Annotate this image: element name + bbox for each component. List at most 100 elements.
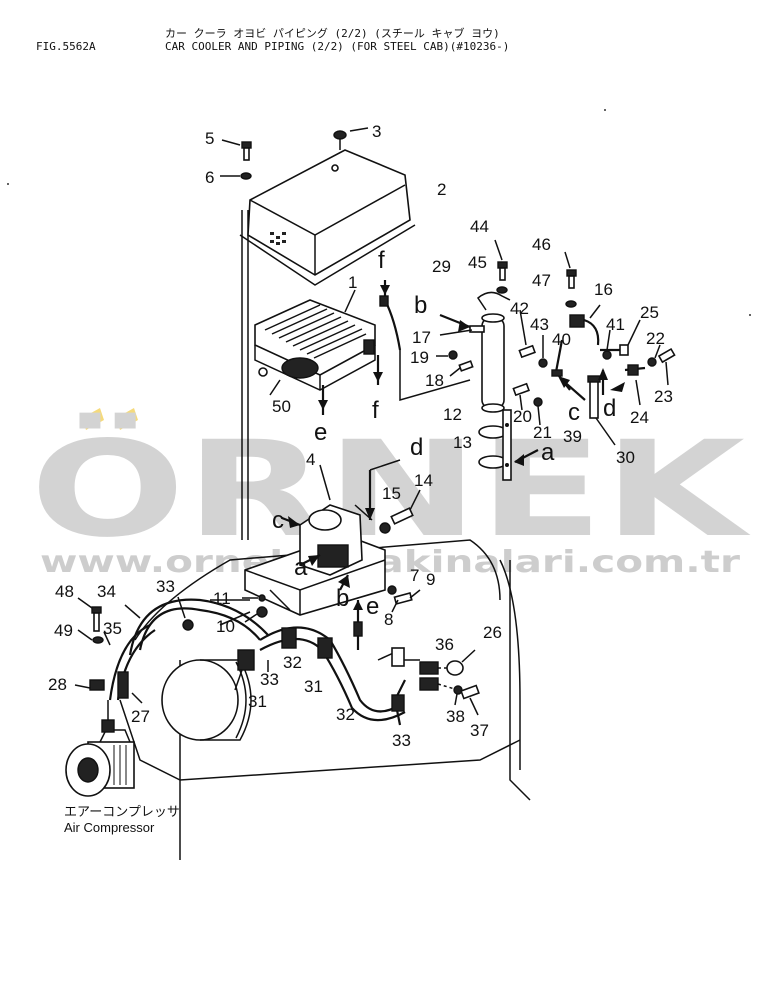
callout-44: 44 [470,217,489,236]
watermark-accent-right [116,408,138,430]
pipe-part-30 [587,375,616,446]
bolt-part-18 [449,360,474,377]
callout-19: 19 [410,348,429,367]
leader-9 [409,589,421,599]
bolt-part-5 [221,139,252,161]
connection-e-upper [318,385,328,415]
letter-a-right: a [541,439,555,466]
bolt-part-20 [512,382,530,411]
callout-numbers: 3 5 6 2 44 29 45 46 47 1 16 42 25 43 41 … [48,122,673,750]
connection-f-upper [373,355,383,385]
clamp-part-28 [74,679,105,691]
callout-18: 18 [425,371,444,390]
callout-13: 13 [453,433,472,452]
compressor-label-jp: エアーコンプレッサ [64,804,180,819]
nut-part-21 [533,397,543,426]
letter-e-top: e [314,419,327,446]
callout-32-upper: 32 [283,653,302,672]
callout-2: 2 [437,180,446,199]
washer-part-15 [379,522,391,534]
hose-receiver-line [399,350,471,401]
hose-f [379,280,402,351]
callout-49: 49 [54,621,73,640]
callout-36: 36 [435,635,454,654]
callout-25: 25 [640,303,659,322]
oring-part-38 [453,685,463,706]
callout-42: 42 [510,299,529,318]
leader-17 [439,329,473,336]
connection-e-lower [353,600,363,650]
connection-c-left [281,516,301,528]
pipe-part-27 [117,671,143,704]
callout-24: 24 [630,408,649,427]
connection-letters: f b f e c d d a c a b e [272,247,616,620]
letter-c-left: c [272,507,284,534]
receiver-drier-part-12 [469,291,511,413]
title-english: CAR COOLER AND PIPING (2/2) (FOR STEEL C… [165,40,510,53]
watermark-brand: ÖRNEK [30,413,752,567]
watermark-accent-left [82,408,104,430]
speck [604,109,606,111]
washer-part-49 [77,629,104,644]
callout-35: 35 [103,619,122,638]
grommet-part-50 [258,367,268,377]
hose-part-32 [234,626,406,722]
callout-17: 17 [412,328,431,347]
connection-a-right [514,449,539,466]
callout-6: 6 [205,168,214,187]
callout-5: 5 [205,129,214,148]
callout-20: 20 [513,407,532,426]
pipe-part-41 [602,329,612,360]
fitting-part-36 [377,647,420,667]
connection-b-lower [338,574,350,591]
callout-1: 1 [348,273,357,292]
oring-part-22 [647,344,661,367]
callout-29: 29 [432,257,451,276]
washer-part-7 [387,585,397,595]
callout-3: 3 [372,122,381,141]
callout-45: 45 [468,253,487,272]
watermark-url: www.ornekismakinalari.com.tr [40,545,740,580]
callout-12: 12 [443,405,462,424]
callout-4: 4 [306,450,315,469]
callout-39: 39 [563,427,582,446]
callout-10: 10 [216,617,235,636]
callout-50: 50 [272,397,291,416]
air-compressor [65,700,135,797]
callout-31-right: 31 [304,677,323,696]
callout-30: 30 [616,448,635,467]
letter-d-mid: d [410,434,423,461]
callout-33-mid: 33 [260,670,279,689]
letter-f-mid: f [372,397,379,424]
bolt-part-19 [436,350,458,360]
letter-d-right: d [603,395,616,422]
callout-32-lower: 32 [336,705,355,724]
callout-15: 15 [382,484,401,503]
callout-41: 41 [606,315,625,334]
callout-16: 16 [594,280,613,299]
hose-part-33-upper [128,596,269,656]
evaporator-unit-part-1 [254,289,376,391]
washer-part-11 [242,594,266,602]
callout-33-top: 33 [156,577,175,596]
callout-47: 47 [532,271,551,290]
callout-21: 21 [533,423,552,442]
connection-c-right [558,376,586,401]
callout-34: 34 [97,582,116,601]
connection-d-lower [365,459,401,520]
washer-part-6 [220,172,252,180]
expansion-valve-part-16 [569,304,601,346]
callout-11: 11 [213,589,231,608]
callout-23: 23 [654,387,673,406]
washer-part-45 [496,286,508,294]
callout-38: 38 [446,707,465,726]
bracket-part-13 [478,409,512,481]
bolt-part-48 [77,597,102,632]
callout-33-bottom: 33 [392,731,411,750]
compressor-label-en: Air Compressor [64,820,155,835]
letter-e-lower: e [366,593,379,620]
callout-48: 48 [55,582,74,601]
callout-14: 14 [414,471,433,490]
